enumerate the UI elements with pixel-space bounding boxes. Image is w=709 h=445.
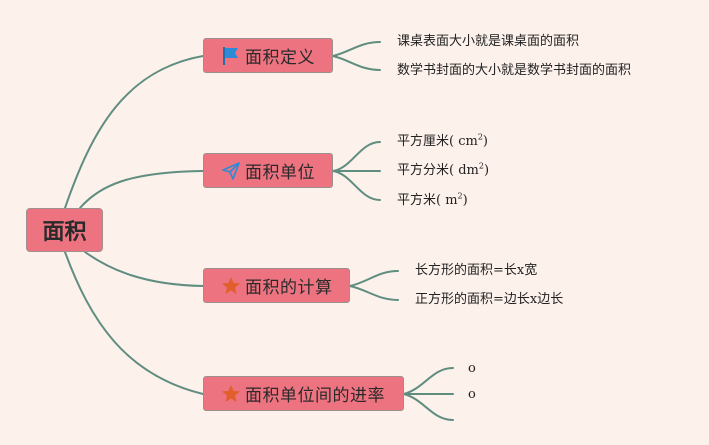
- send-icon: [222, 161, 240, 180]
- leaf-unit-square-decimeter[interactable]: 平方分米( dm2): [397, 161, 490, 178]
- leaf-definition-book[interactable]: 数学书封面的大小就是数学书封面的面积: [397, 63, 632, 78]
- branch-area-calculation[interactable]: 面积的计算: [203, 268, 350, 303]
- root-node-label: 面积: [42, 220, 87, 245]
- connector-root-definition: [64, 55, 204, 209]
- connector-calc-leaf-1: [349, 270, 399, 287]
- connector-calc-leaf-2: [349, 285, 399, 301]
- connector-root-conversion: [64, 251, 204, 395]
- connector-definition-leaf-1: [332, 41, 381, 57]
- leaf-definition-desk[interactable]: 课桌表面大小就是课桌面的面积: [397, 34, 580, 49]
- connector-definition-leaf-2: [332, 55, 381, 71]
- branch-area-definition[interactable]: 面积定义: [203, 38, 333, 73]
- connector-units-leaf-3: [332, 170, 381, 201]
- root-node-area[interactable]: 面积: [26, 208, 103, 252]
- branch-label: 面积定义: [245, 48, 315, 68]
- connector-units-leaf-1: [332, 141, 381, 172]
- leaf-square-area-formula[interactable]: 正方形的面积=边长x边长: [415, 292, 564, 307]
- leaf-rectangle-area-formula[interactable]: 长方形的面积=长x宽: [415, 263, 538, 278]
- leaf-rate-2[interactable]: o: [468, 387, 476, 402]
- star-icon: [222, 384, 240, 402]
- branch-area-unit-conversion[interactable]: 面积单位间的进率: [203, 376, 404, 411]
- leaf-unit-square-centimeter[interactable]: 平方厘米( cm2): [397, 132, 488, 149]
- connector-rate-leaf-1: [403, 367, 454, 395]
- connector-root-calculation: [84, 251, 204, 287]
- flag-icon: [223, 46, 238, 65]
- branch-label: 面积的计算: [245, 278, 333, 298]
- branch-label: 面积单位: [245, 163, 315, 183]
- branch-label: 面积单位间的进率: [245, 386, 385, 406]
- leaf-rate-1[interactable]: o: [468, 361, 476, 376]
- star-icon: [222, 276, 240, 294]
- branch-area-units[interactable]: 面积单位: [203, 153, 333, 188]
- connector-rate-leaf-3: [403, 393, 454, 421]
- connector-root-units: [79, 170, 204, 209]
- leaf-unit-square-meter[interactable]: 平方米( m2): [397, 191, 468, 208]
